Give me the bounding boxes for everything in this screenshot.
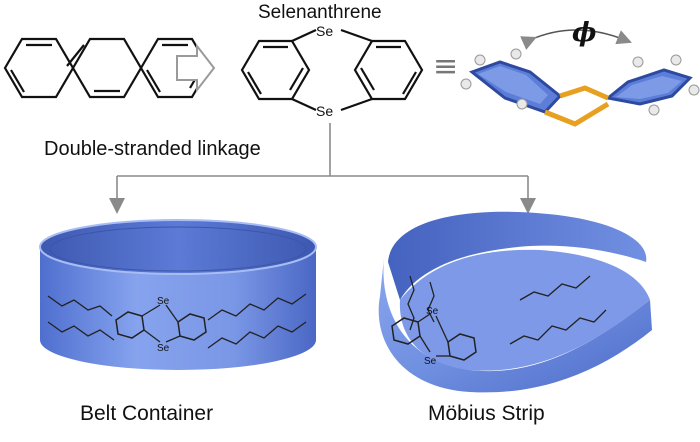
belt-selenium-top: Se: [157, 296, 170, 307]
belt-container-label: Belt Container: [80, 402, 214, 425]
selenanthrene-3d-model: [460, 29, 700, 127]
linkage-connector: [109, 123, 536, 214]
selenanthrene-structure: [240, 28, 424, 112]
selenium-label-bottom: Se: [316, 103, 333, 119]
mobius-strip-label: Möbius Strip: [428, 402, 545, 425]
selenium-label-top: Se: [316, 23, 333, 39]
equivalence-symbol: ≡: [433, 49, 458, 84]
belt-container-model: Se Se: [39, 219, 317, 370]
linkage-label: Double-stranded linkage: [44, 138, 261, 160]
phi-symbol: ϕ: [572, 18, 597, 48]
dihedral-angle-arrow: [520, 29, 632, 50]
belt-selenium-bottom: Se: [157, 343, 170, 354]
mobius-selenium-bottom: Se: [424, 356, 437, 367]
selenanthrene-title: Selenanthrene: [258, 2, 382, 23]
mobius-strip-model: Se Se: [378, 211, 652, 393]
transform-arrow: [176, 43, 216, 93]
mobius-selenium-top: Se: [426, 306, 439, 317]
